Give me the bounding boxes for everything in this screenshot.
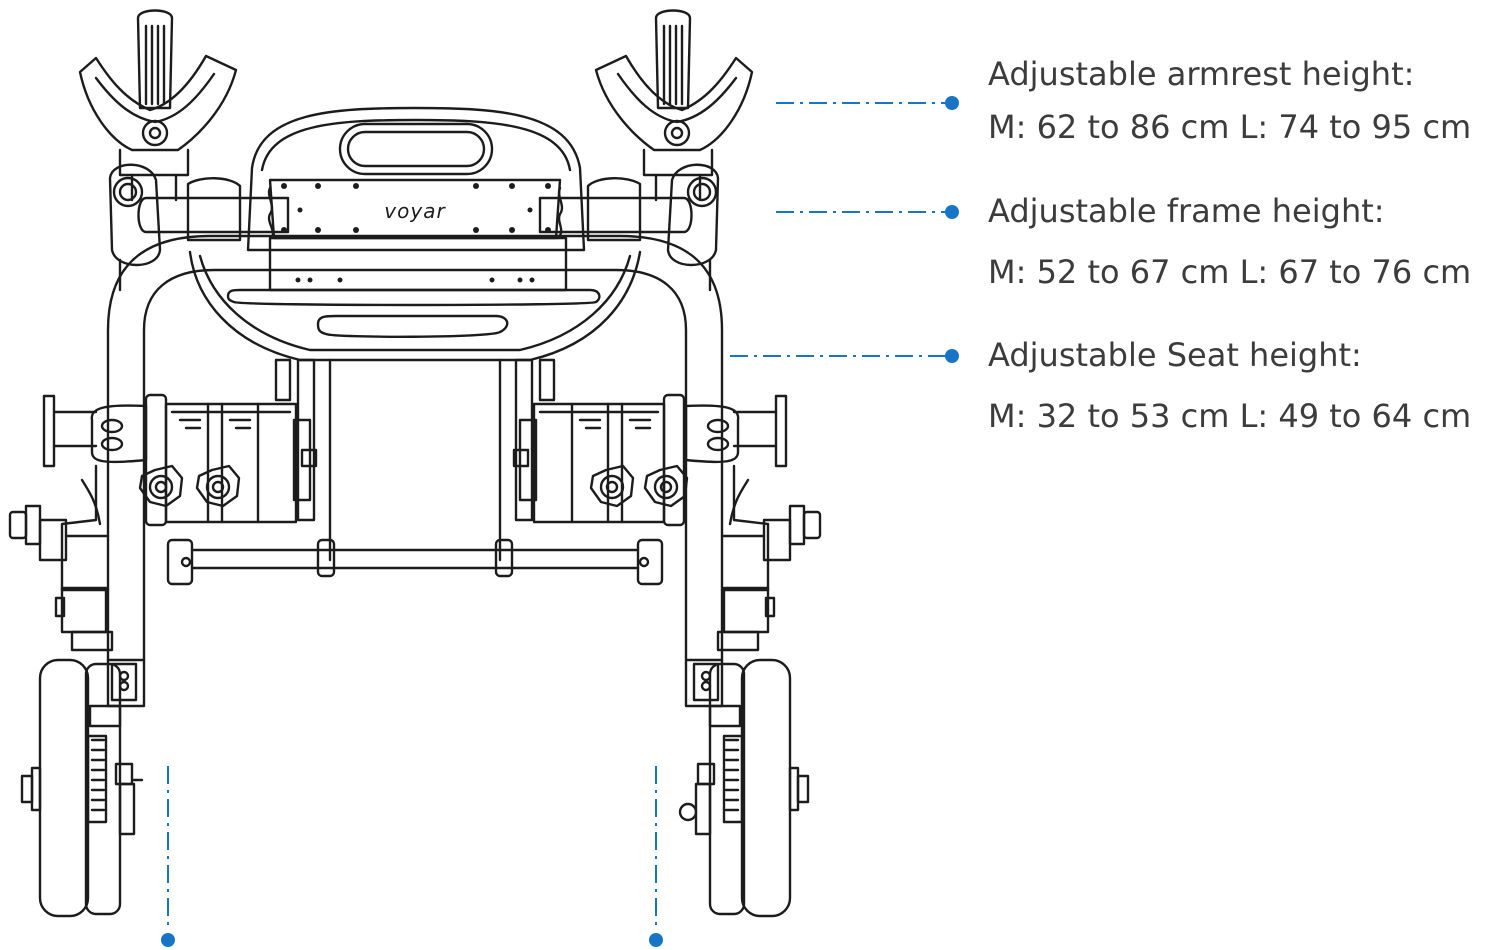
left-height-adjuster	[138, 393, 318, 527]
right-handle-grip	[654, 9, 692, 110]
frame-height-value: M: 52 to 67 cm L: 67 to 76 cm	[988, 253, 1472, 291]
armrest-height-value: M: 62 to 86 cm L: 74 to 95 cm	[988, 108, 1472, 146]
backrest	[246, 106, 586, 252]
left-wheel-callout-dot	[161, 933, 175, 947]
armrest-height-title: Adjustable armrest height:	[988, 55, 1415, 93]
right-height-adjuster	[512, 393, 689, 527]
seat-support	[274, 358, 556, 578]
wheelchair-illustration	[8, 9, 822, 918]
axle	[166, 538, 664, 586]
callout-lines	[167, 102, 946, 928]
brand-logo: voyar	[384, 199, 446, 223]
right-wheel-callout-dot	[649, 933, 663, 947]
seat-height-title: Adjustable Seat height:	[988, 336, 1362, 374]
seat-callout-dot	[945, 349, 959, 363]
left-rear-wheel	[20, 658, 146, 918]
seat-height-value: M: 32 to 53 cm L: 49 to 64 cm	[988, 397, 1472, 435]
left-side-bracket	[8, 394, 148, 652]
right-rear-wheel	[678, 658, 810, 918]
seat-shell	[188, 250, 642, 362]
callout-dots	[161, 96, 959, 947]
armrest-callout-dot	[945, 96, 959, 110]
frame-arch	[106, 234, 724, 662]
push-bar	[108, 163, 720, 267]
frame-height-title: Adjustable frame height:	[988, 192, 1385, 230]
right-side-bracket	[684, 394, 822, 652]
left-handle-grip	[136, 9, 174, 110]
frame-callout-dot	[945, 205, 959, 219]
